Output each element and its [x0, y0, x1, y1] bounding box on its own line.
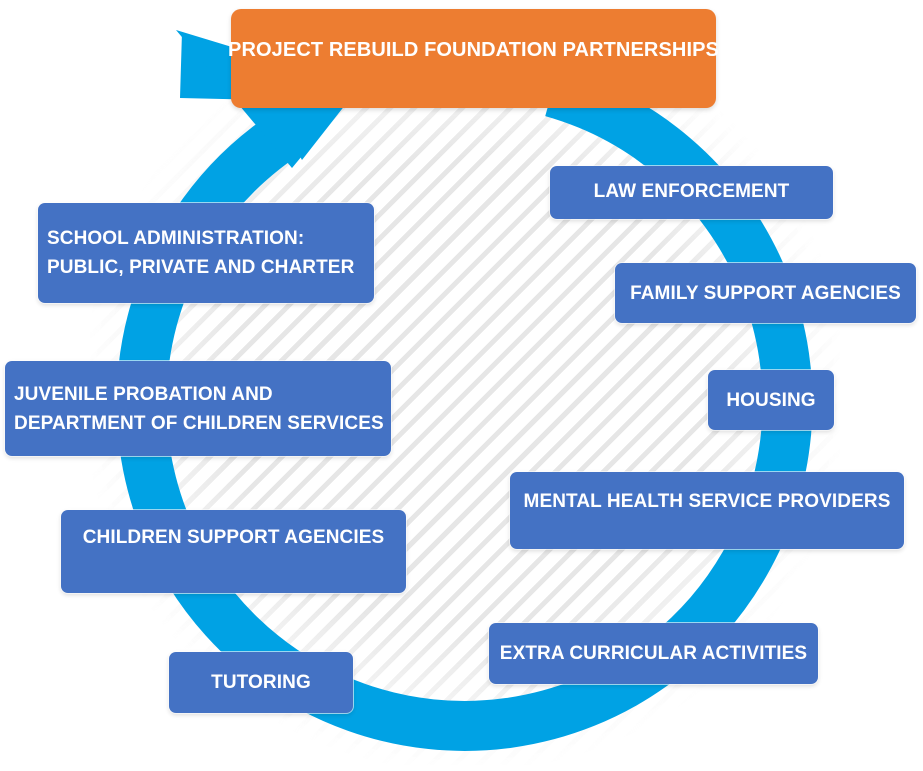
title-box: PROJECT REBUILD FOUNDATION PARTNERSHIPS [228, 9, 719, 108]
partner-box-housing: HOUSING [708, 370, 834, 430]
partner-label-line-1: SCHOOL ADMINISTRATION: [47, 228, 305, 249]
partner-label-line-1: JUVENILE PROBATION AND [14, 383, 273, 405]
partner-label: CHILDREN SUPPORT AGENCIES [82, 527, 385, 548]
partner-box-juvenile-probation: JUVENILE PROBATION AND DEPARTMENT OF CHI… [5, 361, 391, 456]
partner-box-tutoring: TUTORING [169, 652, 353, 713]
partner-box-children-support: CHILDREN SUPPORT AGENCIES [61, 510, 406, 593]
diagram-title: PROJECT REBUILD FOUNDATION PARTNERSHIPS [228, 39, 719, 61]
partner-label: MENTAL HEALTH SERVICE PROVIDERS [523, 491, 891, 512]
partner-box-law-enforcement: LAW ENFORCEMENT [550, 166, 833, 219]
partner-label: FAMILY SUPPORT AGENCIES [630, 282, 901, 304]
partner-box-school-administration: SCHOOL ADMINISTRATION: PUBLIC, PRIVATE A… [38, 203, 374, 303]
partner-label: HOUSING [726, 389, 816, 411]
partner-label: TUTORING [211, 672, 311, 693]
partner-label: EXTRA CURRICULAR ACTIVITIES [499, 643, 808, 664]
partner-label-line-2: DEPARTMENT OF CHILDREN SERVICES [14, 412, 384, 434]
partner-label: LAW ENFORCEMENT [593, 181, 790, 202]
partner-label-line-2: PUBLIC, PRIVATE AND CHARTER [47, 257, 355, 278]
partner-box-extra-curricular: EXTRA CURRICULAR ACTIVITIES [489, 623, 818, 684]
partner-box-family-support: FAMILY SUPPORT AGENCIES [615, 263, 916, 323]
partner-box-mental-health: MENTAL HEALTH SERVICE PROVIDERS [510, 472, 904, 549]
